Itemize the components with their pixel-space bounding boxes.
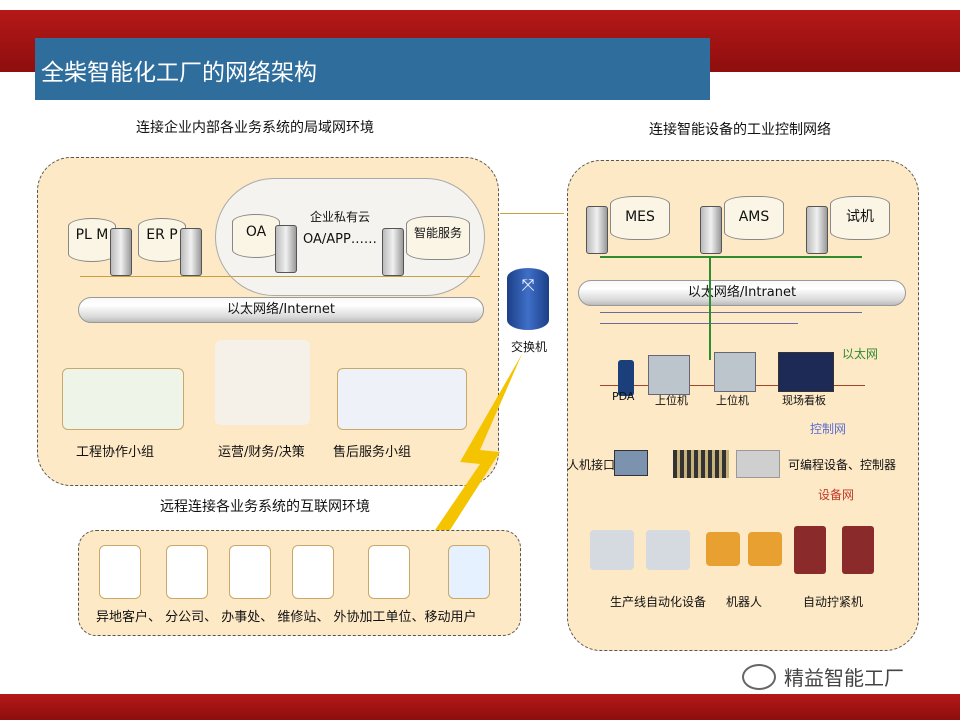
left-heading: 连接企业内部各业务系统的局域网环境 <box>136 120 374 136</box>
intranet-pipe: 以太网络/Intranet <box>578 280 906 306</box>
device-label: 上位机 <box>655 394 688 407</box>
server-icon <box>275 225 297 273</box>
device-label: 上位机 <box>716 394 749 407</box>
server-icon <box>806 206 828 254</box>
server-icon <box>586 206 608 254</box>
right-heading: 连接智能设备的工业控制网络 <box>649 122 831 138</box>
slide-title: 全柴智能化工厂的网络架构 <box>35 38 710 100</box>
server-icon <box>382 228 404 276</box>
controller-icon <box>736 450 780 478</box>
plc-rack-icon <box>673 450 729 478</box>
hmi-panel-icon <box>648 355 690 395</box>
internet-pipe: 以太网络/Internet <box>78 297 484 323</box>
office-icon <box>229 545 271 599</box>
link-line <box>500 213 564 214</box>
remote-items: 异地客户、 分公司、 办事处、 维修站、 外协加工单位、移动用户 <box>96 610 477 625</box>
server-icon <box>180 228 202 276</box>
repair-station-icon <box>292 545 334 599</box>
db-ams: AMS <box>724 196 784 240</box>
dashboard-board-icon <box>778 352 834 392</box>
control-line <box>600 312 862 313</box>
wechat-icon <box>742 664 776 690</box>
engineering-team-icon <box>62 368 184 430</box>
remote-client-icon <box>99 545 141 599</box>
robot-icon <box>748 532 782 566</box>
robot-icon <box>706 532 740 566</box>
cloud-sub-label: OA/APP…… <box>303 232 377 247</box>
gear-icon <box>368 545 410 599</box>
branch-icon <box>166 545 208 599</box>
lan-link-line <box>80 276 480 277</box>
remote-heading: 远程连接各业务系统的互联网环境 <box>160 499 370 515</box>
db-plm: PL M <box>68 218 116 262</box>
pda-icon <box>618 360 634 396</box>
plc-label: 可编程设备、控制器 <box>788 458 897 472</box>
switch-label: 交换机 <box>511 340 548 354</box>
machine-icon <box>590 530 634 570</box>
group-label: 售后服务小组 <box>333 445 412 460</box>
group-label: 工程协作小组 <box>76 445 155 460</box>
control-net-label: 控制网 <box>810 422 847 436</box>
device-net-label: 设备网 <box>818 488 855 502</box>
db-erp: ER P <box>138 218 186 262</box>
bottom-label: 生产线自动化设备 <box>610 595 707 609</box>
service-team-icon <box>337 368 467 430</box>
db-oa: OA <box>232 214 280 258</box>
device-label: 现场看板 <box>782 394 826 407</box>
db-smart-service: 智能服务 <box>406 216 470 260</box>
bottom-label: 自动拧紧机 <box>803 595 864 609</box>
tightening-machine-icon <box>842 526 874 574</box>
link-line <box>709 256 711 360</box>
db-mes: MES <box>610 196 670 240</box>
device-label: PDA <box>612 390 635 403</box>
ethernet-line <box>600 256 862 258</box>
db-test: 试机 <box>830 196 890 240</box>
machine-icon <box>646 530 690 570</box>
control-line <box>600 323 798 324</box>
ethernet-label: 以太网 <box>842 347 879 361</box>
watermark: 精益智能工厂 <box>784 666 904 690</box>
bottom-label: 机器人 <box>726 595 763 609</box>
meeting-icon <box>215 340 310 425</box>
hmi-label: 人机接口 <box>567 458 616 472</box>
bottom-red-band <box>0 694 960 720</box>
hmi-device-icon <box>614 450 648 476</box>
cloud-label: 企业私有云 <box>310 210 371 224</box>
switch-icon: ⤧ <box>507 268 549 330</box>
mobile-icon <box>448 545 490 599</box>
server-icon <box>110 228 132 276</box>
tightening-machine-icon <box>794 526 826 574</box>
group-label: 运营/财务/决策 <box>218 445 305 460</box>
hmi-panel-icon <box>714 352 756 392</box>
server-icon <box>700 206 722 254</box>
